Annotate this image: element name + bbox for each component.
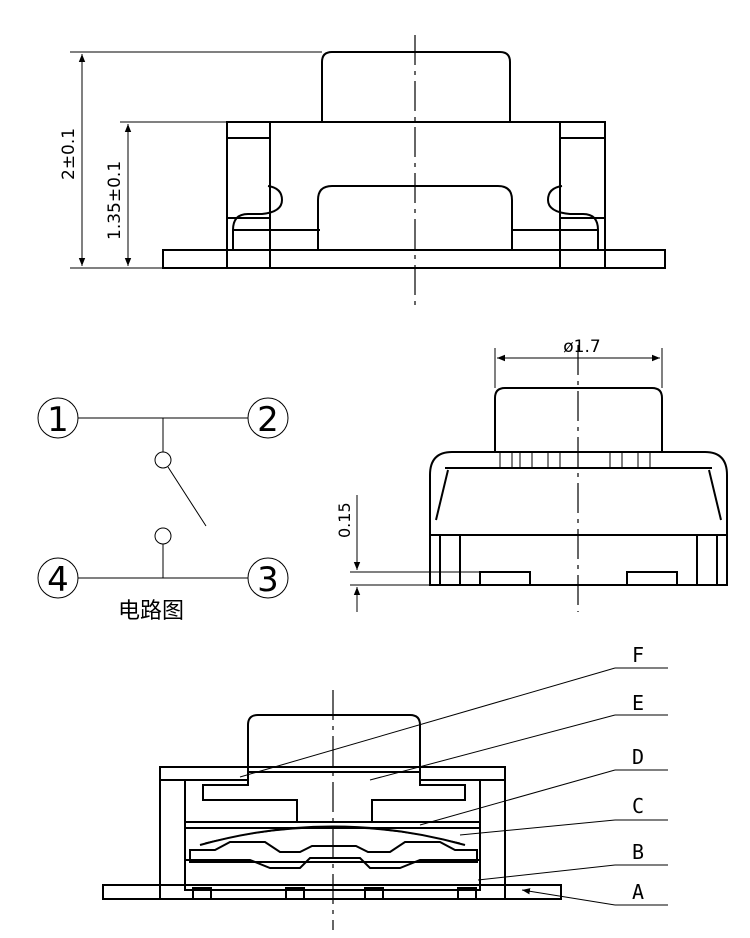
label-total-height: 2±0.1 — [59, 128, 79, 180]
label-diameter: ø1.7 — [563, 337, 600, 357]
side-view-top: 2±0.1 1.35±0.1 — [59, 35, 666, 305]
label-b: B — [632, 840, 644, 864]
label-gap: 0.15 — [335, 502, 354, 538]
pin-1-label: 1 — [47, 400, 69, 440]
label-d: D — [632, 745, 644, 769]
actuator-front — [494, 387, 663, 452]
circuit-diagram: 1 2 3 4 电路图 — [37, 397, 289, 624]
label-e: E — [632, 691, 644, 715]
label-a: A — [632, 880, 644, 904]
pin-3-label: 3 — [257, 560, 279, 600]
pin-4-label: 4 — [47, 560, 69, 600]
actuator-top — [321, 51, 511, 122]
cross-section: F E D C B A — [102, 643, 668, 930]
switch-contact-bottom — [154, 527, 172, 545]
pin-2-label: 2 — [257, 400, 279, 440]
switch-contact-top — [154, 451, 172, 469]
part-e-actuator — [202, 714, 466, 823]
label-body-height: 1.35±0.1 — [105, 161, 125, 240]
base-plate — [162, 249, 666, 269]
part-a-base — [102, 884, 562, 900]
label-c: C — [632, 794, 644, 818]
front-view: ø1.7 0.15 — [335, 337, 728, 612]
switch-lever — [167, 466, 207, 527]
label-f: F — [632, 643, 644, 667]
circuit-title: 电路图 — [118, 599, 184, 624]
